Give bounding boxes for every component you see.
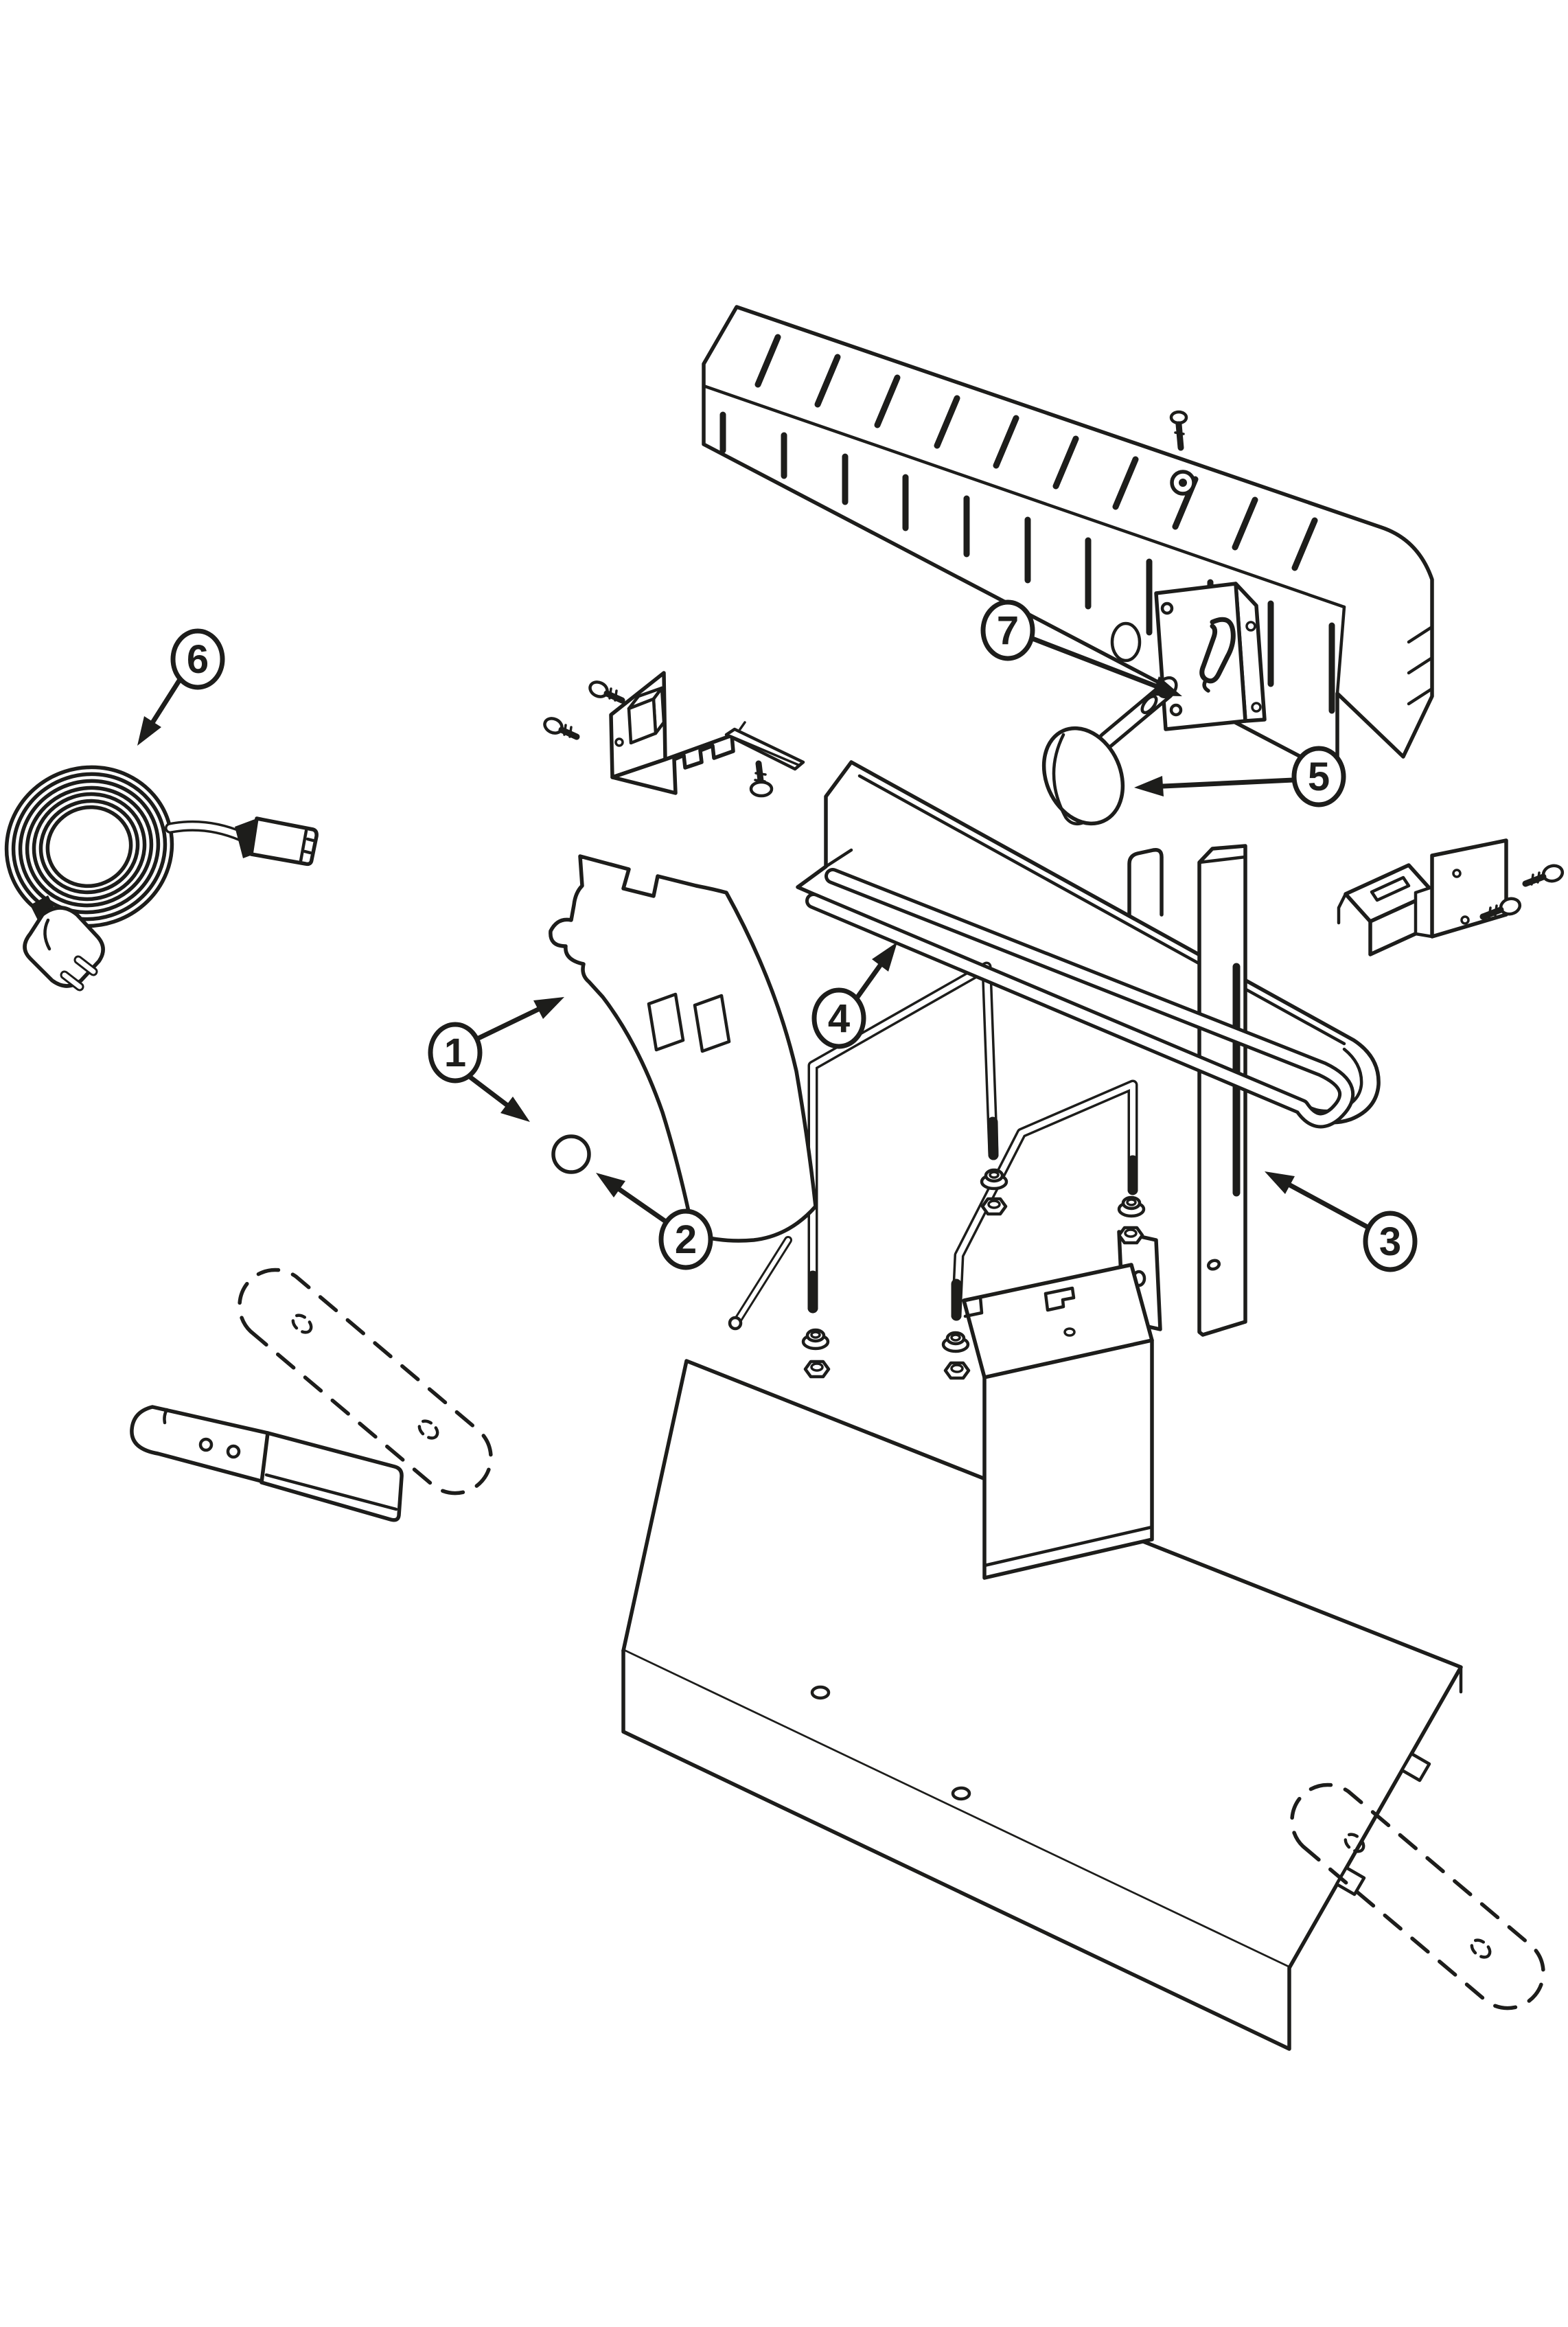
handle-nick — [163, 1408, 169, 1425]
curved-bracket-with-pin — [549, 854, 818, 1331]
cover-washer — [1170, 470, 1196, 496]
reflector-hem — [857, 774, 1346, 1046]
bar-top-bevel — [1197, 855, 1247, 864]
cover-screw — [1169, 410, 1188, 451]
reflector-tab — [1127, 847, 1164, 930]
base-plate — [621, 1359, 1463, 2051]
reflector-left-edge — [824, 848, 853, 869]
curved-bracket — [549, 854, 818, 1243]
callout-6-number: 6 — [187, 637, 209, 682]
knife-blade — [260, 1431, 404, 1522]
callout-3: 3 — [1265, 1171, 1418, 1272]
nut — [1119, 1228, 1142, 1243]
bracket-screw-a — [588, 680, 625, 704]
callout-5: 5 — [1134, 746, 1346, 807]
bracket-notch — [962, 1295, 984, 1318]
washer-disc — [551, 1134, 591, 1174]
slide-rail — [724, 721, 805, 771]
mounting-plate-with-clip — [1154, 582, 1267, 731]
knob-crease-2 — [1063, 815, 1085, 825]
knob — [1041, 676, 1178, 826]
rubber-feet — [238, 1268, 1545, 2010]
base-front-lip — [621, 1649, 1291, 2051]
clip-tail — [1202, 678, 1210, 693]
reflector-end-curl — [1301, 1047, 1363, 1113]
support-bar — [1197, 844, 1247, 1337]
callout-7: 7 — [980, 599, 1182, 696]
bracket-slot — [647, 992, 685, 1052]
left-end-bracket — [609, 671, 735, 795]
bracket-front-face — [982, 1338, 1154, 1580]
handle-rivet — [226, 1444, 241, 1459]
power-cord — [4, 765, 319, 991]
schuko-plug — [23, 895, 105, 991]
cover-flange-slats — [1407, 625, 1434, 706]
wire-frame-right — [951, 1079, 1138, 1321]
nut — [805, 1362, 829, 1377]
cover-hole — [1110, 621, 1142, 663]
cord-coil — [4, 765, 174, 928]
channel-bracket — [962, 1230, 1162, 1580]
nut — [945, 1363, 969, 1378]
base-hole — [951, 1786, 971, 1801]
heating-element — [805, 868, 1354, 1129]
knife — [130, 1405, 404, 1522]
grommet — [803, 1330, 828, 1349]
grommet — [943, 1333, 968, 1351]
pin-tip — [728, 1316, 743, 1331]
callout-4-number: 4 — [828, 996, 850, 1041]
callout-1-number: 1 — [444, 1031, 466, 1075]
callout-6: 6 — [137, 628, 225, 746]
handle-rivet — [198, 1437, 214, 1452]
cover-top-slots — [754, 334, 1318, 571]
cover-right-edge — [1335, 605, 1346, 696]
plate-screw — [1522, 864, 1565, 887]
right-plate — [1414, 838, 1508, 939]
grommet — [1119, 1197, 1144, 1216]
callout-5-number: 5 — [1308, 755, 1330, 799]
callouts: 1 2 3 4 5 — [137, 599, 1418, 1272]
foot-left — [238, 1268, 493, 1495]
callout-3-number: 3 — [1379, 1219, 1401, 1264]
switch-box — [627, 686, 666, 745]
right-end-assembly — [1337, 838, 1565, 956]
vented-cover — [702, 305, 1434, 778]
bracket-slot — [693, 994, 731, 1053]
cover-outline — [702, 305, 1434, 778]
bracket-slot — [1044, 1286, 1076, 1312]
foot-right — [1290, 1782, 1545, 2010]
callout-4: 4 — [811, 942, 897, 1049]
cover-fold-line — [702, 384, 1346, 609]
base-hole — [810, 1685, 831, 1700]
bar-hole — [1206, 1259, 1221, 1271]
callout-2-number: 2 — [675, 1217, 697, 1262]
plate-screw — [1479, 897, 1522, 920]
nut — [982, 1199, 1006, 1214]
knob-head — [1041, 726, 1125, 826]
base-tab — [1335, 1866, 1366, 1896]
knob-collar — [1140, 694, 1158, 715]
standing-screw — [749, 760, 774, 798]
callout-7-number: 7 — [997, 608, 1019, 653]
grommet — [982, 1170, 1006, 1189]
bracket-bottom-lip — [982, 1525, 1154, 1568]
base-tab — [1400, 1752, 1431, 1782]
callout-2: 2 — [596, 1173, 713, 1270]
callout-1: 1 — [428, 997, 564, 1122]
retainer-clip — [1199, 617, 1236, 684]
blade-bevel — [264, 1473, 398, 1511]
bracket-screw-b — [543, 717, 580, 740]
iec-connector — [235, 816, 319, 867]
knob-crease — [1052, 733, 1067, 818]
